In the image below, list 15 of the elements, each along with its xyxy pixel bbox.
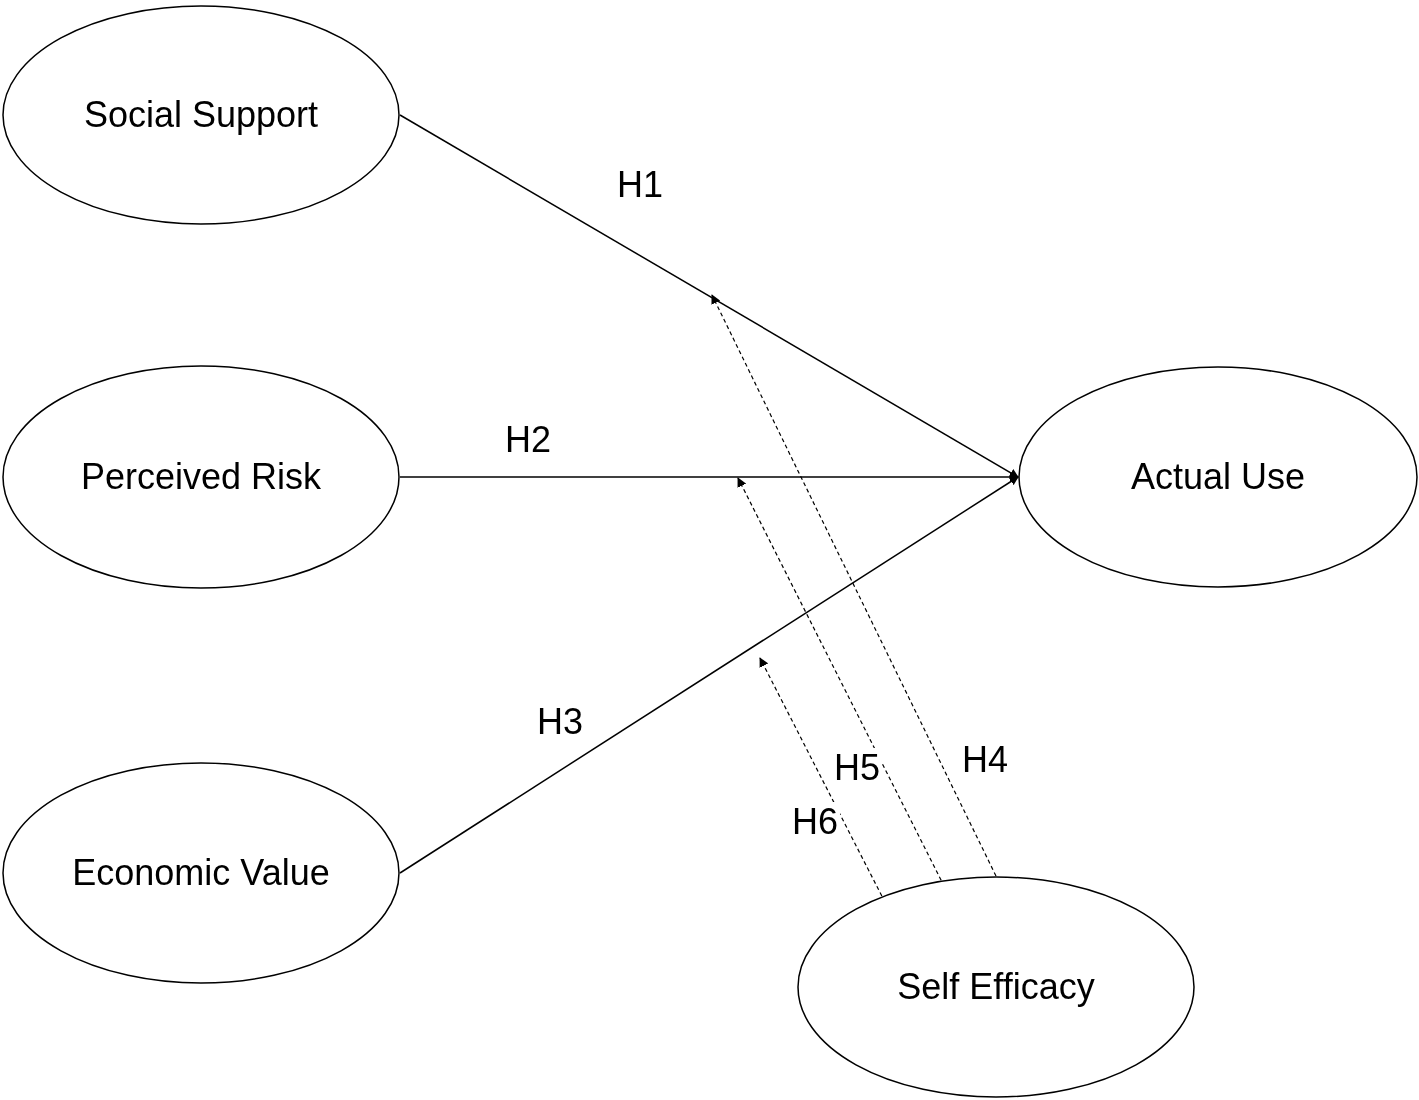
dashed-arrow [759, 657, 883, 897]
dashed-arrow [737, 477, 942, 881]
node-label: Actual Use [1129, 455, 1307, 499]
dashed-arrow [711, 294, 997, 877]
ellipse-node [1018, 366, 1418, 588]
ellipse-node [797, 876, 1195, 1098]
arrow [399, 114, 1019, 478]
ellipse-node [2, 762, 400, 984]
node-label: Perceived Risk [79, 455, 323, 499]
node-label: Economic Value [71, 851, 331, 895]
ellipse-node [2, 5, 400, 225]
arrow [399, 476, 1019, 874]
node-label: Social Support [82, 93, 320, 137]
ellipse-node [2, 365, 400, 589]
node-label: Self Efficacy [896, 965, 1096, 1009]
